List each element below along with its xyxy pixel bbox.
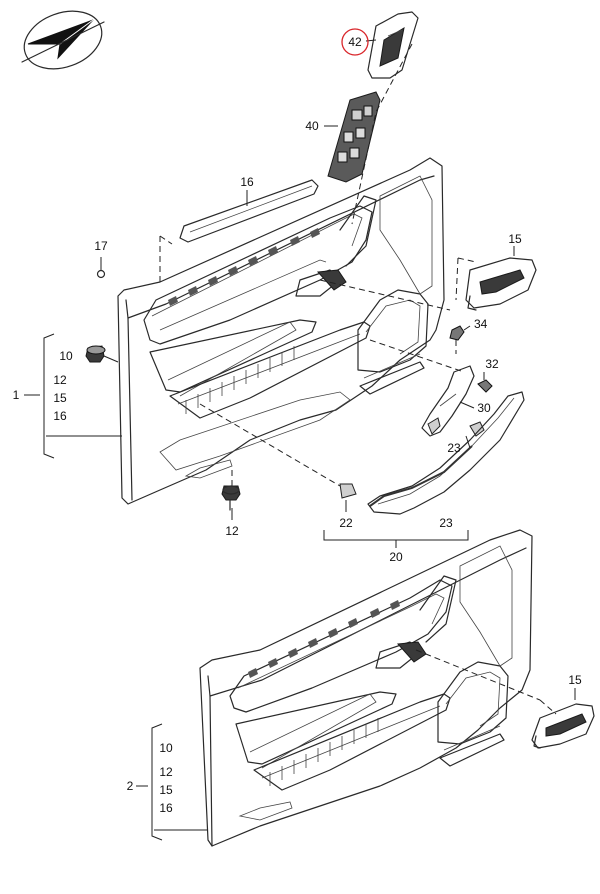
door-trim-panel-upper[interactable] xyxy=(117,157,445,505)
label-22[interactable]: 22 xyxy=(339,516,353,530)
label-32[interactable]: 32 xyxy=(485,357,499,371)
screw-34-part[interactable] xyxy=(449,325,471,341)
bolt-32-part[interactable] xyxy=(477,372,493,393)
group-2-bracket xyxy=(151,723,163,841)
group-1-bracket xyxy=(43,333,55,459)
label-12-group2[interactable]: 12 xyxy=(159,765,173,779)
part-42-highlight-ring xyxy=(341,28,369,56)
label-1[interactable]: 1 xyxy=(13,388,20,402)
window-switch-unit-part[interactable] xyxy=(327,91,381,183)
trim-strip-part-20[interactable] xyxy=(367,391,525,515)
clip-22-part[interactable] xyxy=(339,483,357,499)
label-12-fastener[interactable]: 12 xyxy=(225,524,239,538)
door-trim-panel-lower[interactable] xyxy=(199,529,533,847)
label-15-group1[interactable]: 15 xyxy=(53,391,67,405)
door-handle-part-lower[interactable] xyxy=(531,703,595,749)
label-15-group2[interactable]: 15 xyxy=(159,783,173,797)
clip-10-part[interactable] xyxy=(85,345,119,363)
upper-trim-strip-part[interactable] xyxy=(179,179,319,243)
armrest-ribs-lower xyxy=(269,718,379,786)
label-34[interactable]: 34 xyxy=(474,317,488,331)
label-42[interactable]: 42 xyxy=(348,35,362,49)
clip-23-part[interactable] xyxy=(469,421,485,437)
armrest-ribs xyxy=(185,346,295,414)
direction-arrow-icon xyxy=(21,10,105,70)
trim-slots xyxy=(168,228,320,306)
label-15-handle-upper[interactable]: 15 xyxy=(508,232,522,246)
label-23-clip[interactable]: 23 xyxy=(447,441,461,455)
label-16-group1[interactable]: 16 xyxy=(53,409,67,423)
label-2[interactable]: 2 xyxy=(127,779,134,793)
label-17[interactable]: 17 xyxy=(94,239,108,253)
label-16-group2[interactable]: 16 xyxy=(159,801,173,815)
group-20-bracket xyxy=(323,530,469,541)
label-20[interactable]: 20 xyxy=(389,550,403,564)
pull-bracket-part[interactable] xyxy=(421,365,475,437)
screw-17-part[interactable] xyxy=(96,257,106,279)
label-40[interactable]: 40 xyxy=(305,119,319,133)
label-10-group1[interactable]: 10 xyxy=(59,349,73,363)
label-16-upper[interactable]: 16 xyxy=(240,175,254,189)
fastener-12-part[interactable] xyxy=(221,485,241,511)
label-15-handle-lower[interactable]: 15 xyxy=(568,673,582,687)
label-30[interactable]: 30 xyxy=(477,401,491,415)
label-12-group1[interactable]: 12 xyxy=(53,373,67,387)
label-23-strip[interactable]: 23 xyxy=(439,516,453,530)
door-handle-part-upper[interactable] xyxy=(465,257,537,311)
label-10-group2[interactable]: 10 xyxy=(159,741,173,755)
part-labels: 42 40 16 17 15 34 10 12 15 16 1 32 30 23… xyxy=(13,28,582,815)
switch-bezel-part[interactable] xyxy=(367,11,419,79)
